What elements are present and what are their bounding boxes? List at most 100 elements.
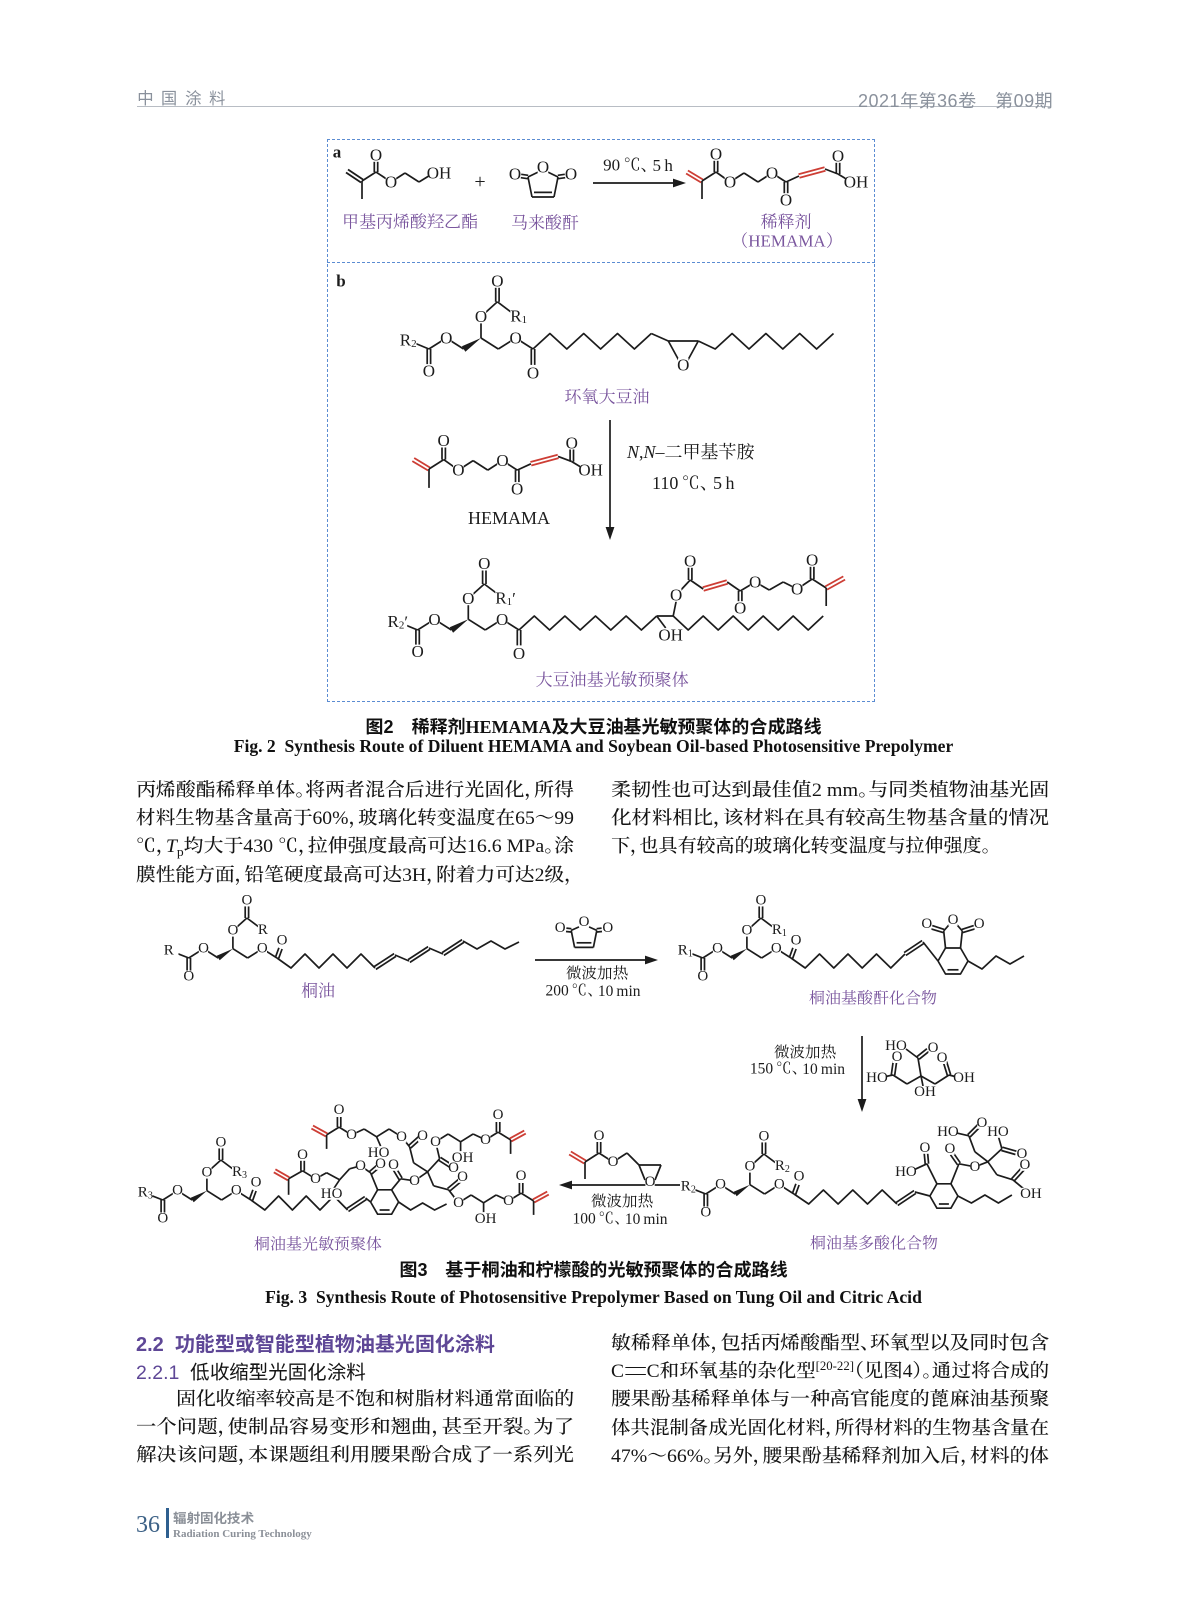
svg-text:HO: HO	[885, 1038, 907, 1054]
svg-text:O: O	[241, 895, 252, 908]
svg-text:O: O	[697, 969, 708, 985]
svg-text:O: O	[594, 1128, 605, 1144]
svg-text:O: O	[215, 1134, 226, 1150]
svg-text:O: O	[919, 1140, 930, 1156]
svg-text:甲基丙烯酸羟乙酯: 甲基丙烯酸羟乙酯	[342, 213, 478, 232]
svg-text:R: R	[258, 922, 268, 938]
svg-text:马来酸酐: 马来酸酐	[511, 214, 579, 233]
svg-text:HO: HO	[895, 1164, 917, 1180]
svg-text:O: O	[157, 1211, 168, 1227]
svg-text:O: O	[928, 1040, 939, 1056]
svg-text:O: O	[670, 586, 682, 605]
svg-text:O: O	[513, 644, 525, 663]
svg-text:O: O	[794, 1168, 805, 1184]
svg-text:O: O	[509, 165, 521, 184]
svg-text:微波加热: 微波加热	[591, 1193, 653, 1211]
svg-text:O: O	[527, 363, 539, 382]
svg-text:O: O	[251, 1174, 262, 1190]
svg-text:O: O	[496, 451, 508, 470]
svg-text:O: O	[715, 1177, 726, 1193]
svg-text:桐油基酸酐化合物: 桐油基酸酐化合物	[809, 990, 937, 1008]
svg-text:HEMAMA: HEMAMA	[468, 508, 550, 528]
svg-text:OH: OH	[578, 461, 603, 480]
svg-text:O: O	[892, 1049, 903, 1065]
svg-text:O: O	[310, 1171, 321, 1187]
svg-text:O: O	[749, 573, 761, 592]
svg-text:O: O	[555, 920, 566, 936]
svg-text:O: O	[948, 912, 959, 928]
svg-text:O: O	[478, 554, 490, 573]
svg-text:O: O	[428, 610, 440, 629]
svg-text:+: +	[474, 171, 485, 193]
svg-text:O: O	[172, 1183, 183, 1199]
svg-text:桐油: 桐油	[301, 982, 335, 1001]
svg-text:O: O	[183, 969, 194, 985]
svg-text:O: O	[355, 1158, 366, 1174]
svg-text:O: O	[806, 551, 818, 570]
svg-text:O: O	[579, 914, 590, 930]
svg-text:N,N–二甲基苄胺: N,N–二甲基苄胺	[626, 442, 755, 462]
svg-text:（HEMAMA）: （HEMAMA）	[731, 232, 842, 251]
svg-text:O: O	[937, 1050, 948, 1066]
svg-text:O: O	[370, 146, 382, 165]
svg-text:O: O	[921, 916, 932, 932]
svg-text:O: O	[231, 1183, 242, 1199]
svg-text:OH: OH	[427, 164, 452, 183]
svg-text:O: O	[493, 1107, 504, 1123]
svg-text:O: O	[511, 479, 523, 498]
svg-text:110 ℃、5 h: 110 ℃、5 h	[652, 473, 735, 493]
svg-text:OH: OH	[953, 1070, 975, 1086]
svg-text:OH: OH	[1020, 1186, 1042, 1202]
svg-text:O: O	[608, 1154, 619, 1170]
svg-text:O: O	[334, 1102, 345, 1118]
svg-text:微波加热: 微波加热	[774, 1044, 836, 1062]
svg-text:O: O	[774, 1177, 785, 1193]
svg-text:桐油基多酸化合物: 桐油基多酸化合物	[810, 1235, 938, 1253]
svg-text:O: O	[744, 1159, 755, 1175]
svg-text:O: O	[758, 1128, 769, 1144]
svg-text:O: O	[227, 923, 238, 939]
svg-text:OH: OH	[914, 1084, 936, 1100]
svg-text:HO: HO	[937, 1124, 959, 1140]
svg-text:O: O	[452, 461, 464, 480]
svg-text:O: O	[496, 610, 508, 629]
svg-text:桐油基光敏预聚体: 桐油基光敏预聚体	[254, 1236, 382, 1254]
svg-text:O: O	[766, 164, 778, 183]
svg-text:HO: HO	[321, 1186, 343, 1202]
svg-text:O: O	[448, 1160, 459, 1176]
svg-text:O: O	[602, 920, 613, 936]
svg-text:稀释剂: 稀释剂	[761, 213, 812, 232]
svg-text:O: O	[375, 1156, 386, 1172]
svg-text:O: O	[974, 916, 985, 932]
svg-text:O: O	[257, 941, 268, 957]
svg-text:O: O	[832, 147, 844, 166]
svg-text:O: O	[385, 173, 397, 192]
svg-text:R1′: R1′	[495, 588, 516, 608]
svg-text:O: O	[201, 1165, 212, 1181]
svg-text:O: O	[566, 433, 578, 452]
svg-text:90 ℃、5 h: 90 ℃、5 h	[603, 156, 673, 175]
svg-text:O: O	[771, 941, 782, 957]
svg-text:O: O	[411, 642, 423, 661]
svg-text:O: O	[537, 158, 549, 177]
svg-text:O: O	[438, 431, 450, 450]
svg-text:O: O	[423, 361, 435, 380]
svg-text:O: O	[503, 1193, 514, 1209]
svg-text:OH: OH	[475, 1211, 497, 1227]
svg-text:O: O	[944, 1141, 955, 1157]
svg-text:O: O	[417, 1128, 428, 1144]
svg-text:O: O	[724, 173, 736, 192]
svg-text:b: b	[336, 272, 345, 291]
svg-text:微波加热: 微波加热	[566, 965, 628, 983]
svg-text:OH: OH	[452, 1150, 474, 1166]
svg-text:O: O	[462, 589, 474, 608]
svg-text:O: O	[297, 1147, 308, 1163]
svg-text:O: O	[277, 932, 288, 948]
svg-text:O: O	[1019, 1157, 1030, 1173]
svg-text:O: O	[791, 580, 803, 599]
svg-text:O: O	[475, 307, 487, 326]
svg-text:大豆油基光敏预聚体: 大豆油基光敏预聚体	[536, 671, 689, 690]
svg-text:O: O	[780, 191, 792, 210]
svg-text:O: O	[346, 1127, 357, 1143]
svg-text:O: O	[480, 1132, 491, 1148]
